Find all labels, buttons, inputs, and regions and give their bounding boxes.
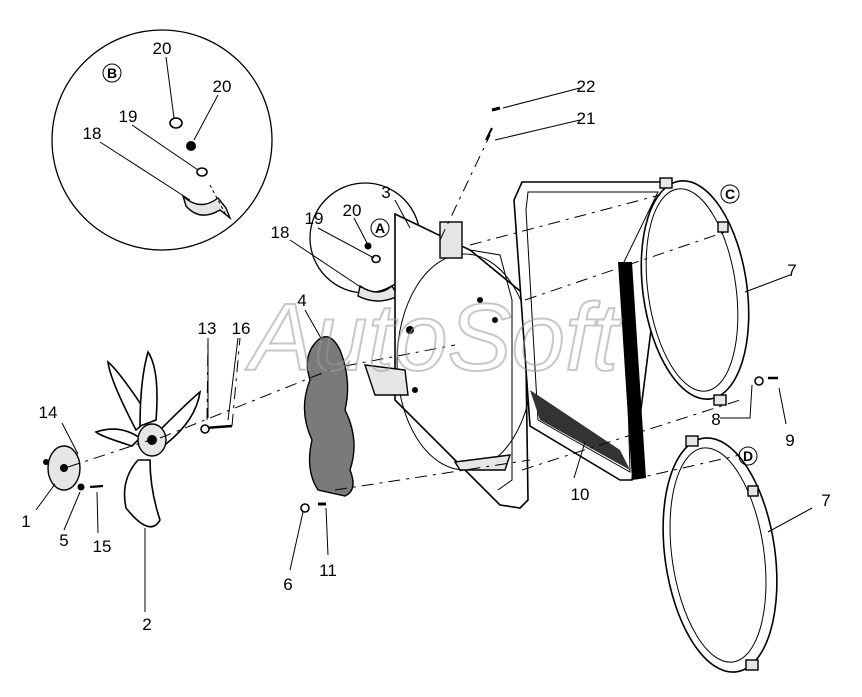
label-7-lower: 7 [821, 491, 830, 510]
label-5: 5 [59, 531, 68, 550]
detail-b-marker [102, 63, 122, 83]
fasteners [77, 106, 778, 513]
label-19-b: 19 [119, 107, 138, 126]
label-3: 3 [381, 183, 390, 202]
washer-20 [169, 117, 183, 129]
detail-circle-b: B [51, 29, 273, 251]
label-8: 8 [711, 410, 720, 429]
label-20-a: 20 [343, 201, 362, 220]
screen-4 [303, 336, 355, 497]
label-6: 6 [283, 575, 292, 594]
label-4: 4 [297, 291, 306, 310]
ring-7-lower: D [662, 435, 778, 673]
label-7-upper: 7 [787, 261, 796, 280]
label-14: 14 [39, 403, 58, 422]
clamp-18 [181, 193, 232, 221]
label-9: 9 [785, 431, 794, 450]
detail-b-letter: B [107, 65, 117, 81]
seal-frame-10 [513, 181, 669, 481]
label-1: 1 [21, 512, 30, 531]
label-11: 11 [319, 561, 337, 580]
part-number-labels: 20 20 19 18 22 21 3 20 19 18 7 4 13 16 8… [21, 39, 830, 634]
label-18-a: 18 [271, 223, 290, 242]
label-21: 21 [577, 109, 596, 128]
fan-shroud-3 [363, 212, 534, 509]
detail-c-letter: C [725, 186, 735, 202]
label-13: 13 [198, 319, 217, 338]
ring-7-upper: C [640, 177, 750, 406]
assembly-centerlines [67, 134, 741, 491]
label-10: 10 [571, 485, 590, 504]
label-20-b-top: 20 [153, 39, 172, 58]
detail-d-letter: D [743, 448, 753, 464]
label-15: 15 [93, 537, 112, 556]
label-19-a: 19 [305, 209, 324, 228]
label-2: 2 [142, 615, 151, 634]
hub-1 [43, 445, 81, 491]
label-22: 22 [577, 77, 596, 96]
label-18-b: 18 [83, 124, 102, 143]
fan-blade-2 [94, 350, 202, 528]
watermark: AutoSoft [245, 284, 622, 391]
washer-19 [196, 167, 208, 177]
leader-lines [35, 87, 813, 612]
label-20-b-right: 20 [213, 77, 232, 96]
nut-20 [186, 141, 196, 151]
detail-a-letter: A [375, 220, 385, 236]
label-16: 16 [232, 319, 251, 338]
